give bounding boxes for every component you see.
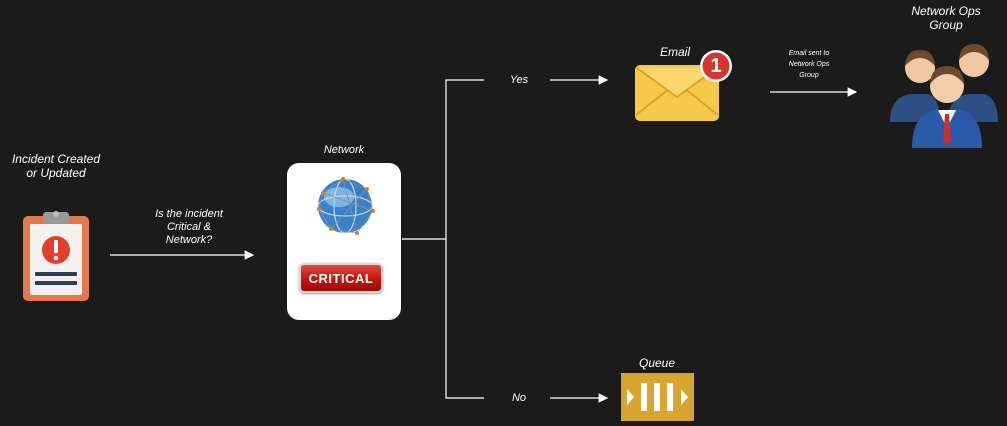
branch-line xyxy=(445,79,484,399)
decision-line1: Is the incident xyxy=(155,208,223,220)
decision-label: Is the incident Critical & Network? xyxy=(127,208,251,248)
email-sent-label: Email sent to Network Ops Group xyxy=(766,48,852,82)
notification-count: 1 xyxy=(710,55,722,77)
network-card: CRITICAL xyxy=(287,163,401,320)
edge-label-no: No xyxy=(511,392,527,404)
incident-label: Incident Created or Updated xyxy=(0,152,112,181)
decision-line3: Network? xyxy=(165,234,213,247)
decision-line2: Critical & xyxy=(166,221,211,234)
email-sent-line2: Network Ops xyxy=(788,61,830,69)
user-group-icon xyxy=(888,36,1000,153)
network-ops-label: Network Ops Group xyxy=(886,4,1006,33)
envelope-icon xyxy=(634,63,720,128)
incident-label-line2: or Updated xyxy=(26,166,86,181)
email-sent-line1: Email sent to xyxy=(788,50,830,57)
network-ops-line1: Network Ops xyxy=(911,4,981,18)
critical-badge: CRITICAL xyxy=(299,263,383,293)
clipboard-alert-icon xyxy=(22,210,90,307)
network-ops-line2: Group xyxy=(929,18,963,33)
globe-network-icon xyxy=(313,173,377,244)
notification-badge: 1 xyxy=(699,49,733,83)
edge-label-yes: Yes xyxy=(509,74,529,86)
email-sent-line3: Group xyxy=(799,72,819,80)
email-title: Email xyxy=(659,45,690,59)
queue-icon xyxy=(621,373,694,426)
incident-label-line1: Incident Created xyxy=(11,152,101,166)
queue-title: Queue xyxy=(638,356,676,370)
network-title: Network xyxy=(323,144,365,156)
